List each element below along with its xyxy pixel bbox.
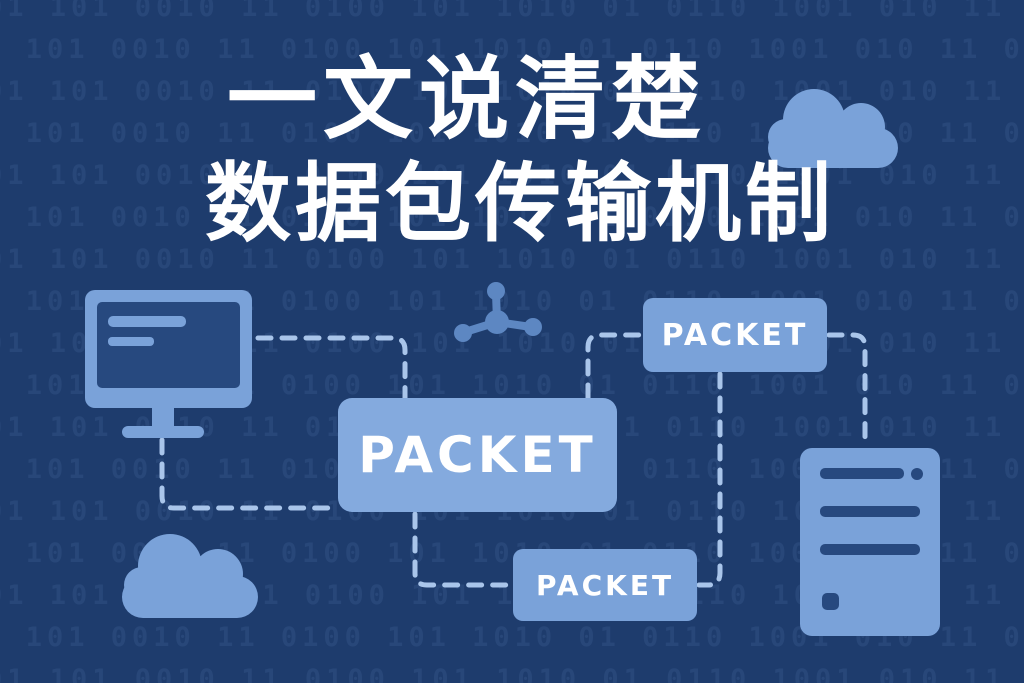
title-line-2: 数据包传输机制 bbox=[205, 154, 835, 254]
connector-monitor-to-center-packet-lower bbox=[159, 437, 339, 511]
connector-top-packet-to-server bbox=[826, 332, 868, 449]
dashed-connectors bbox=[159, 332, 868, 588]
cloud-icon-top-right bbox=[768, 89, 898, 168]
server-icon bbox=[800, 448, 940, 636]
title-block: 一文说清楚 数据包传输机制 bbox=[0, 50, 1024, 254]
cloud-icon-bottom-left bbox=[122, 534, 258, 618]
title-line-1: 一文说清楚 bbox=[227, 47, 707, 152]
monitor-icon bbox=[85, 290, 252, 438]
packet-box-top: PACKET bbox=[643, 298, 827, 372]
connector-monitor-to-center-packet bbox=[255, 335, 408, 401]
connector-top-packet-to-bottom-packet bbox=[696, 371, 723, 588]
packet-box-center: PACKET bbox=[338, 398, 617, 512]
network-hub-icon bbox=[454, 282, 542, 342]
connector-center-packet-to-top-packet bbox=[585, 332, 644, 401]
connector-center-packet-to-bottom-packet bbox=[412, 511, 514, 588]
packet-box-bottom: PACKET bbox=[513, 549, 697, 621]
